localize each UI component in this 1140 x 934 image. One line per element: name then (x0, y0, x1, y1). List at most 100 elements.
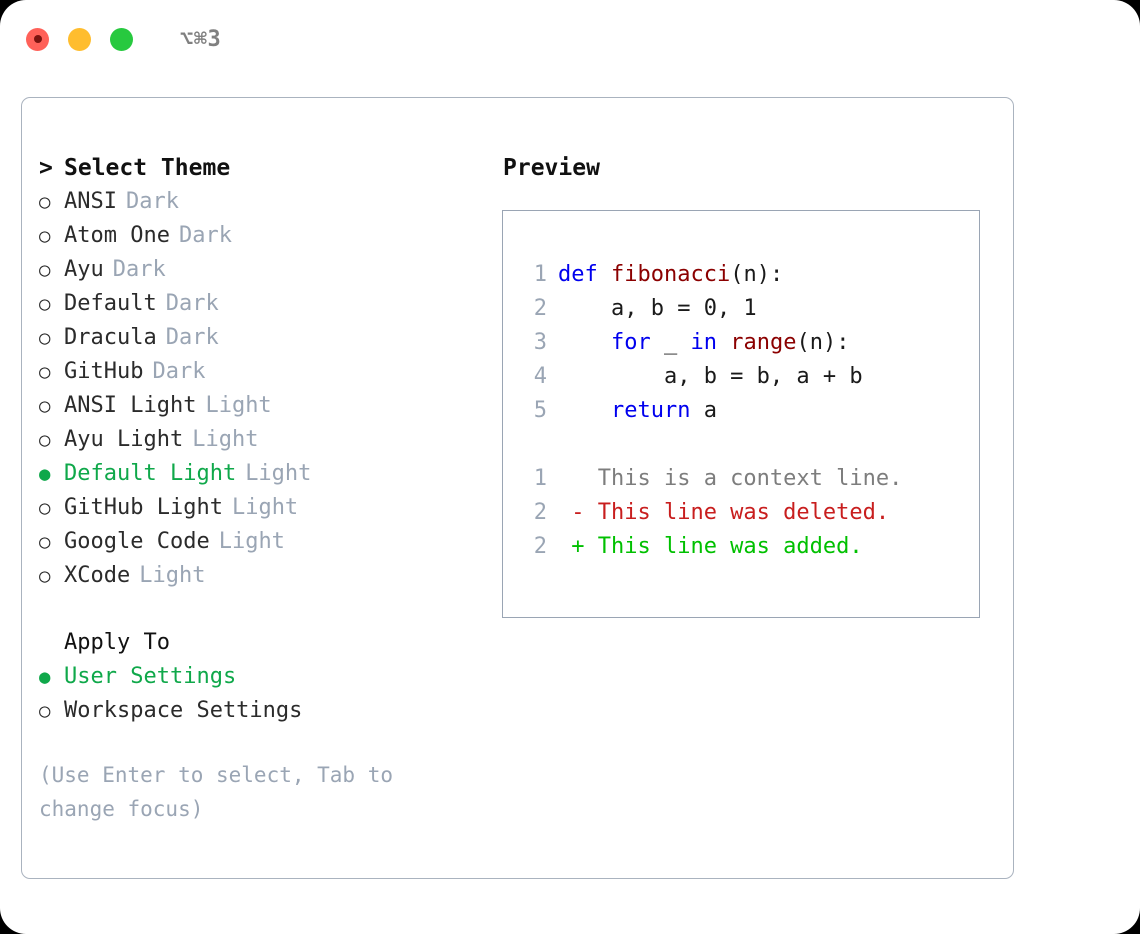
select-theme-title: Select Theme (64, 155, 231, 181)
token-del: - This line was deleted. (558, 500, 890, 525)
token-kw: def (558, 262, 611, 287)
token-txt: a, b = b, a + b (558, 364, 863, 389)
theme-option-label: XCode (64, 563, 131, 588)
radio-unselected-icon: ○ (39, 259, 51, 281)
radio-selected-icon: ● (39, 463, 51, 485)
radio-unselected-icon: ○ (39, 361, 51, 383)
code-line: 3 for _ in range(n): (519, 326, 979, 360)
apply-to-heading: Apply To (39, 626, 502, 660)
radio-unselected-icon: ○ (39, 531, 51, 553)
diff-line: 2 + This line was added. (519, 530, 979, 564)
code-line: 1 def fibonacci(n): (519, 258, 979, 292)
token-txt (558, 398, 611, 423)
theme-option-atom-one[interactable]: ○ Atom One Dark (39, 219, 502, 253)
theme-option-kind: Light (245, 461, 312, 486)
radio-unselected-icon: ○ (39, 225, 51, 247)
keyboard-hint-text: (Use Enter to select, Tab to change focu… (39, 763, 406, 821)
token-fn: fibonacci (610, 262, 731, 287)
token-kw: for (610, 330, 651, 355)
apply-to-option-workspace-settings[interactable]: ○ Workspace Settings (39, 694, 502, 728)
window-controls (26, 27, 133, 51)
radio-selected-icon: ● (39, 666, 51, 688)
close-icon[interactable] (26, 27, 49, 51)
apply-to-option-label: Workspace Settings (64, 698, 303, 723)
code-text: a, b = 0, 1 (558, 292, 757, 326)
code-text: a, b = b, a + b (558, 360, 863, 394)
code-text: def fibonacci(n): (558, 258, 783, 292)
theme-option-label: GitHub (64, 359, 144, 384)
theme-option-kind: Dark (165, 291, 219, 316)
preview-heading: Preview (503, 155, 600, 181)
line-number: 1 (533, 262, 547, 287)
radio-unselected-icon: ○ (39, 293, 51, 315)
theme-option-ayu-light[interactable]: ○ Ayu Light Light (39, 423, 502, 457)
diff-text: - This line was deleted. (558, 496, 889, 530)
line-number: 2 (533, 296, 547, 321)
radio-unselected-icon: ○ (39, 191, 51, 213)
theme-option-kind: Dark (152, 359, 206, 384)
theme-option-kind: Light (139, 563, 206, 588)
radio-unselected-icon: ○ (39, 565, 51, 587)
line-number: 2 (533, 534, 547, 559)
theme-option-label: Default (64, 291, 157, 316)
apply-to-option-user-settings[interactable]: ● User Settings (39, 660, 502, 694)
diff-sample: 1 This is a context line.2 - This line w… (519, 462, 979, 564)
radio-unselected-icon: ○ (39, 700, 51, 722)
theme-option-kind: Dark (178, 223, 232, 248)
token-kw: in (690, 330, 717, 355)
line-number: 3 (533, 330, 547, 355)
theme-option-xcode[interactable]: ○ XCode Light (39, 559, 502, 593)
line-number: 4 (533, 364, 547, 389)
theme-option-label: Ayu (64, 257, 104, 282)
maximize-icon[interactable] (110, 27, 133, 51)
token-kw: return (610, 398, 691, 423)
line-number: 5 (533, 398, 547, 423)
code-text: for _ in range(n): (558, 326, 849, 360)
theme-option-label: Ayu Light (64, 427, 184, 452)
theme-option-github[interactable]: ○ GitHub Dark (39, 355, 502, 389)
title-bar: ⌥⌘3 (0, 0, 1140, 78)
theme-option-label: GitHub Light (64, 495, 223, 520)
token-txt: (n): (796, 330, 850, 355)
apply-to-title: Apply To (64, 630, 170, 655)
keyboard-shortcut-label: ⌥⌘3 (180, 26, 222, 52)
theme-option-kind: Dark (125, 189, 179, 214)
radio-unselected-icon: ○ (39, 395, 51, 417)
theme-option-kind: Light (205, 393, 272, 418)
radio-unselected-icon: ○ (39, 429, 51, 451)
theme-option-default[interactable]: ○ Default Dark (39, 287, 502, 321)
theme-option-kind: Light (192, 427, 259, 452)
radio-unselected-icon: ○ (39, 497, 51, 519)
apply-to-indent (39, 626, 64, 660)
token-txt: a, b = 0, 1 (558, 296, 757, 321)
diff-text: + This line was added. (558, 530, 862, 564)
apply-to-option-label: User Settings (64, 664, 237, 689)
code-text: return a (558, 394, 717, 428)
theme-option-label: Default Light (64, 461, 237, 486)
theme-option-kind: Light (218, 529, 285, 554)
code-line: 2 a, b = 0, 1 (519, 292, 979, 326)
theme-option-label: Atom One (64, 223, 170, 248)
theme-option-default-light[interactable]: ● Default Light Light (39, 457, 502, 491)
code-line: 4 a, b = b, a + b (519, 360, 979, 394)
token-fn: range (730, 330, 797, 355)
minimize-icon[interactable] (68, 27, 91, 51)
line-number: 2 (533, 500, 547, 525)
token-txt (717, 330, 730, 355)
select-theme-heading: > Select Theme (39, 151, 502, 185)
diff-line: 2 - This line was deleted. (519, 496, 979, 530)
line-number: 1 (533, 466, 547, 491)
